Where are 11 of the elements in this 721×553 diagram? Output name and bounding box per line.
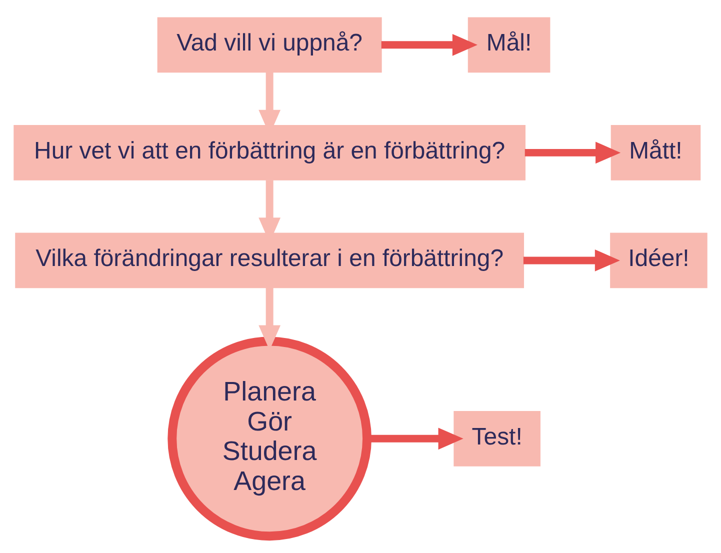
arrow bbox=[381, 33, 478, 56]
arrow bbox=[523, 249, 620, 271]
arrow bbox=[524, 141, 621, 164]
node-box: Vad vill vi uppnå? bbox=[157, 16, 382, 72]
node-box: Hur vet vi att en förbättring är en förbättring? bbox=[14, 124, 526, 180]
node-box: Test! bbox=[454, 410, 540, 466]
node-box: Idéer! bbox=[610, 232, 708, 288]
node-circle: Planera Gör Studera Agera bbox=[168, 336, 372, 540]
node-box: Mål! bbox=[468, 16, 550, 72]
node-box: Vilka förändringar resulterar i en förbättring? bbox=[15, 232, 524, 288]
node-box: Mått! bbox=[610, 124, 701, 180]
